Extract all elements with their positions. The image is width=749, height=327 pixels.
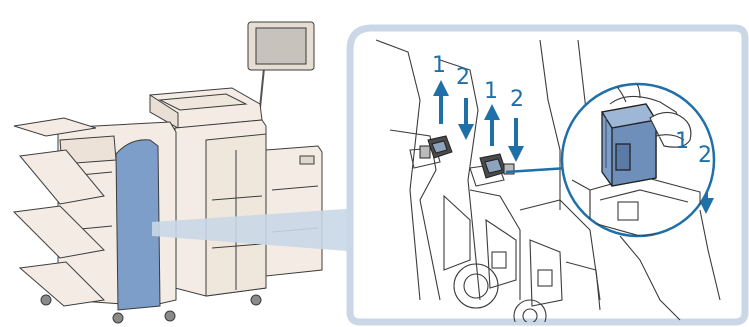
staple-cartridge-large: [602, 104, 656, 186]
main-body: [175, 120, 266, 296]
step-number-2: 2: [456, 65, 470, 90]
control-panel: [248, 22, 314, 108]
step-number-5: 1: [675, 129, 689, 154]
callout-panel: [350, 28, 745, 327]
step-number-1: 1: [432, 53, 446, 78]
printer-machine: [14, 22, 322, 323]
step-number-6: 2: [698, 143, 712, 168]
step-number-4: 2: [510, 87, 524, 112]
step-number-3: 1: [484, 79, 498, 104]
paper-deck: [266, 146, 322, 276]
